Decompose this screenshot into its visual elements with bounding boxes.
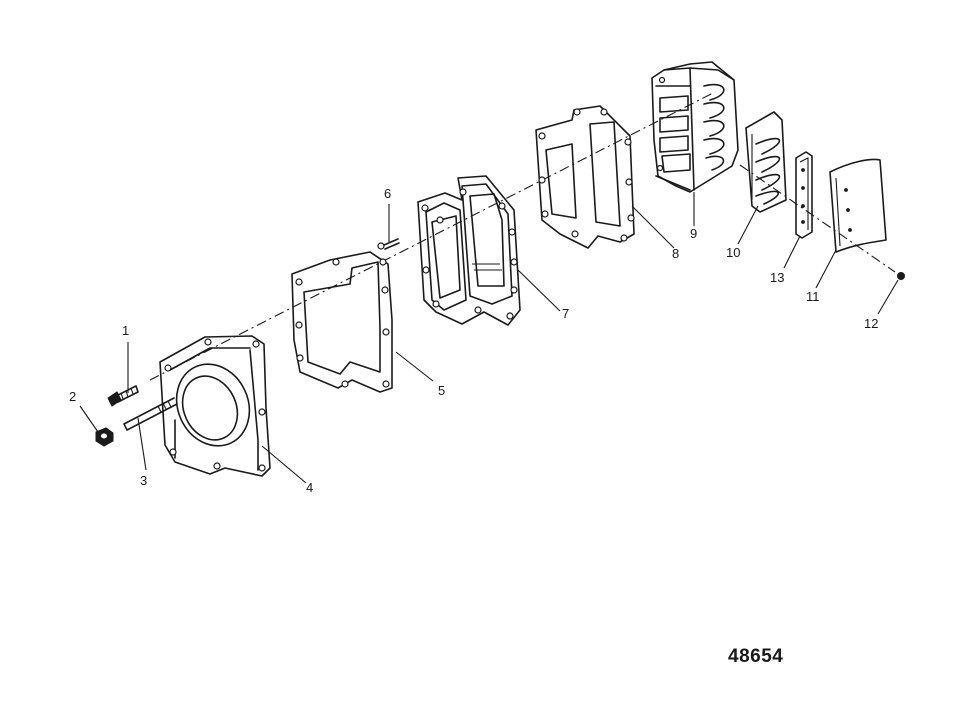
part-9-reed-block-assembly	[651, 61, 739, 193]
callout-12: 12	[864, 316, 879, 331]
part-3-stud	[123, 397, 178, 431]
part-2-nut	[95, 427, 114, 447]
callout-2: 2	[69, 389, 77, 404]
assembly-centerline	[149, 91, 716, 381]
part-7-reed-block	[417, 175, 521, 326]
part-1-bolt	[107, 385, 139, 407]
callout-9: 9	[690, 226, 698, 241]
part-8-gasket	[535, 105, 635, 249]
callout-7: 7	[562, 306, 570, 321]
callout-11: 11	[806, 289, 820, 304]
callout-13: 13	[770, 270, 785, 285]
part-13-reed-stop	[795, 151, 813, 239]
callout-6: 6	[384, 186, 392, 201]
part-5-gasket	[291, 251, 393, 393]
callout-8: 8	[672, 246, 680, 261]
reference-number: 48654	[728, 646, 784, 667]
part-11-reed-plate	[829, 158, 887, 253]
callout-3: 3	[140, 473, 148, 488]
callout-4: 4	[306, 480, 314, 495]
callout-5: 5	[438, 383, 446, 398]
part-12-screw	[897, 272, 905, 280]
assembly-centerline-right	[739, 164, 896, 273]
part-10-reed-petals	[745, 111, 787, 213]
part-4-adaptor-plate	[159, 335, 271, 477]
callout-1: 1	[122, 323, 130, 338]
leader-lines	[79, 192, 899, 484]
part-6-screw	[377, 238, 400, 250]
callout-10: 10	[726, 245, 741, 260]
